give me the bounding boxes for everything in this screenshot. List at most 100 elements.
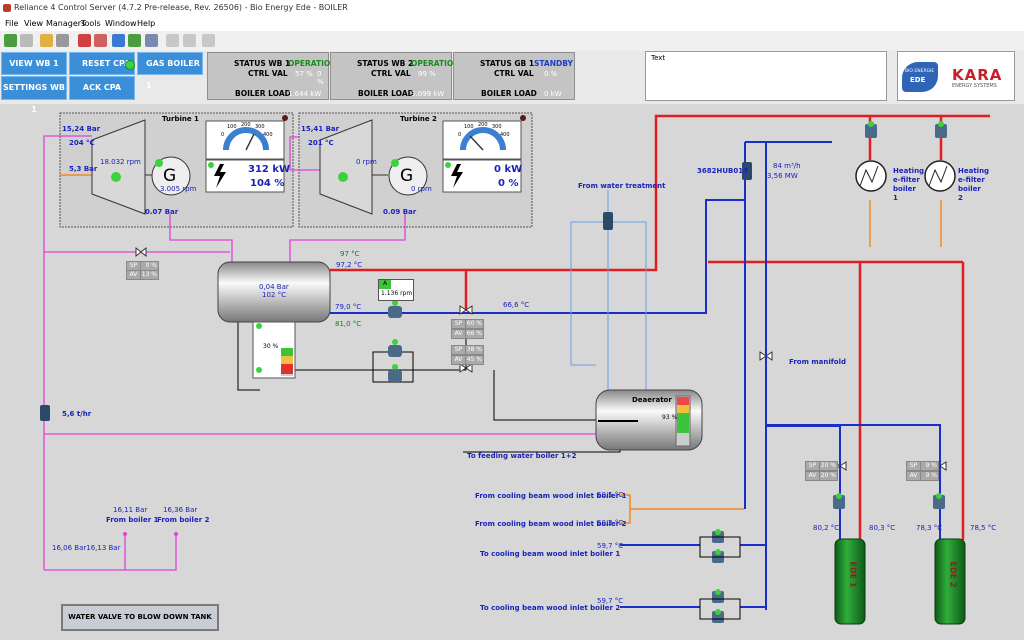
- status-gb1-load-label: BOILER LOAD: [481, 89, 537, 98]
- blowdown-valve-button[interactable]: WATER VALVE TO BLOW DOWN TANK: [61, 604, 219, 631]
- alarm-icon[interactable]: [78, 34, 91, 47]
- av4-value: 20 %: [819, 471, 838, 481]
- logo-line1: BIO ENERGIE: [905, 69, 935, 74]
- status-gb1-ctrl-label: CTRL VAL: [494, 69, 534, 78]
- turbine1-title: Turbine 1: [162, 115, 199, 123]
- gauge1-100: 100: [227, 124, 237, 130]
- users-icon[interactable]: [40, 34, 53, 47]
- text-panel: Text: [645, 51, 887, 101]
- menu-tools[interactable]: Tools: [81, 19, 101, 28]
- condenser-temp: 102 °C: [262, 291, 286, 299]
- gauge2-200: 200: [478, 122, 488, 128]
- cooling-in1-temp: 60,5 °C: [597, 491, 624, 499]
- water-treatment-label: From water treatment: [578, 182, 666, 190]
- refresh-icon[interactable]: [202, 34, 215, 47]
- user-icon[interactable]: [56, 34, 69, 47]
- cooling-in2-temp: 60,2 °C: [597, 519, 624, 527]
- temp-97-2: 97,2 °C: [336, 261, 363, 269]
- from-boiler1-pressure: 16,11 Bar: [113, 506, 148, 514]
- deaerator-label: Deaerator: [632, 396, 672, 404]
- turbine2-rpm: 0 rpm: [356, 158, 377, 166]
- back-icon[interactable]: [4, 34, 17, 47]
- kara-brand: KARA: [952, 66, 1003, 84]
- turbine2-p-out: 0.09 Bar: [383, 208, 417, 216]
- chart-icon[interactable]: [112, 34, 125, 47]
- status-wb1-title: STATUS WB 1: [234, 59, 291, 68]
- menu-view[interactable]: View: [24, 19, 43, 28]
- status-gb1-title: STATUS GB 1: [480, 59, 535, 68]
- menu-bar: File View Managers Tools Window Help: [0, 18, 1024, 31]
- pump-boxes: [699, 536, 741, 620]
- kara-sub: ENERGY SYSTEMS: [952, 83, 997, 89]
- pump-rpm: 1.136 rpm: [381, 290, 413, 297]
- from-boiler1-label: From boiler 1: [106, 516, 159, 524]
- turbine2-title: Turbine 2: [400, 115, 437, 123]
- tool-icon[interactable]: [183, 34, 196, 47]
- cooling-out1-label: To cooling beam wood inlet boiler 1: [480, 550, 621, 558]
- temp-81: 81,0 °C: [335, 320, 362, 328]
- home-icon[interactable]: [20, 34, 33, 47]
- sp2-value[interactable]: 60 %: [465, 319, 484, 329]
- menu-help[interactable]: Help: [137, 19, 156, 28]
- gauge1-200: 200: [241, 122, 251, 128]
- sp4-value[interactable]: 20 %: [819, 461, 838, 471]
- gauge1-400: 400: [263, 132, 273, 138]
- turbine1-p-mid: 5,3 Bar: [69, 165, 98, 173]
- menu-managers[interactable]: Managers: [46, 19, 86, 28]
- cooling-in1-label: From cooling beam wood inlet boiler 1: [475, 492, 627, 500]
- logo-line2: EDE: [910, 76, 926, 84]
- status-wb1-ctrl-val: 57 %: [295, 70, 313, 78]
- turbine1-p-in: 15,24 Bar: [62, 125, 101, 133]
- alarm-ack-icon[interactable]: [94, 34, 107, 47]
- cooling-in2-label: From cooling beam wood inlet boiler 2: [475, 520, 627, 528]
- status-wb1-state: OPERATION: [288, 59, 337, 68]
- sp4-label: SP: [805, 461, 820, 471]
- status-wb2-ctrl-val: 99 %: [418, 70, 436, 78]
- view-wb1-button[interactable]: VIEW WB 1: [1, 52, 67, 75]
- reset-cpa-button[interactable]: RESET CPA: [69, 52, 135, 75]
- cooling-out2-label: To cooling beam wood inlet boiler 2: [480, 604, 621, 612]
- gas-boiler1-button[interactable]: GAS BOILER 1: [137, 52, 203, 90]
- av3-label: AV: [451, 355, 466, 365]
- reset-cpa-status-icon: [125, 60, 135, 70]
- manifold-label: From manifold: [789, 358, 846, 366]
- reset-cpa-label: RESET CPA: [82, 59, 131, 68]
- report-icon[interactable]: [145, 34, 158, 47]
- menu-file[interactable]: File: [5, 19, 19, 28]
- status-wb2-load-label: BOILER LOAD: [358, 89, 414, 98]
- turbine2-t-in: 201 °C: [308, 139, 334, 147]
- turbine1-power: 312 kW: [248, 164, 291, 175]
- magenta-dots: [123, 532, 178, 536]
- av2-value: 66 %: [465, 329, 484, 339]
- trend-icon[interactable]: [128, 34, 141, 47]
- condenser-level: 30 %: [263, 343, 279, 350]
- power1-icon: [214, 164, 226, 188]
- turbine1-rpm: 18.032 rpm: [100, 158, 141, 166]
- av1-value: 13 %: [140, 270, 159, 280]
- menu-window[interactable]: Window: [105, 19, 137, 28]
- status-wb1-load-label: BOILER LOAD: [235, 89, 291, 98]
- turbine1-p-out: 0.07 Bar: [145, 208, 179, 216]
- settings-wb1-button[interactable]: SETTINGS WB 1: [1, 76, 67, 114]
- flow-rate: 5,6 t/hr: [62, 410, 92, 418]
- condenser-pressure: 0,04 Bar: [259, 283, 289, 291]
- ack-cpa-button[interactable]: ACK CPA: [69, 76, 135, 100]
- status-wb2-state: OPERATION: [411, 59, 460, 68]
- generator1-icon: [151, 156, 191, 196]
- generator2-icon: [388, 156, 428, 196]
- ede1-cylinder: [834, 538, 866, 625]
- av1-label: AV: [126, 270, 141, 280]
- status-gb1-state: STANDBY: [534, 59, 573, 68]
- gauge1-0: 0: [221, 132, 225, 138]
- turbine1-t-in: 204 °C: [69, 139, 95, 147]
- sp5-value[interactable]: 9 %: [920, 461, 939, 471]
- status-wb2-title: STATUS WB 2: [357, 59, 414, 68]
- status-wb1-ctrl-val2: 0 %: [317, 70, 324, 86]
- sp3-value[interactable]: 38 %: [465, 345, 484, 355]
- turbine2-power: 0 kW: [494, 164, 523, 175]
- edit-icon[interactable]: [166, 34, 179, 47]
- status-wb1-load: 1.644 kW: [288, 90, 322, 98]
- turbine1-pct: 104 %: [250, 178, 285, 189]
- sp5-label: SP: [906, 461, 921, 471]
- toolbar: [0, 31, 1024, 52]
